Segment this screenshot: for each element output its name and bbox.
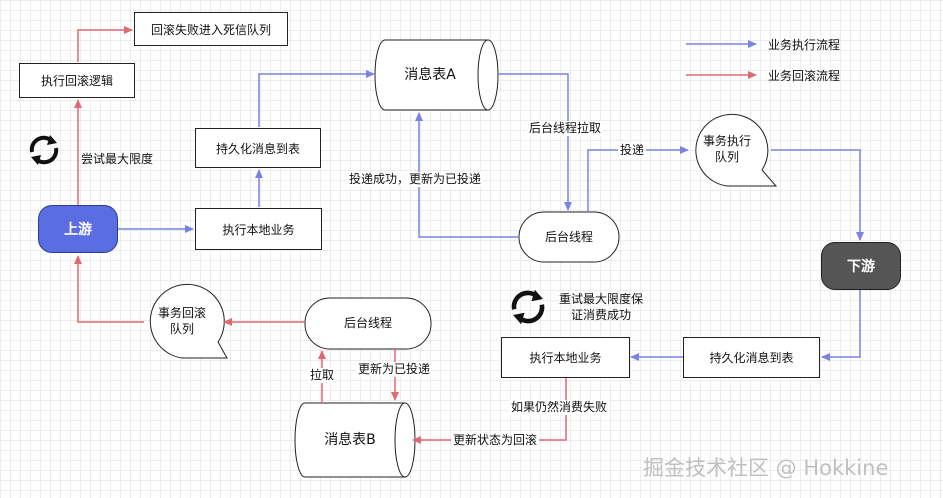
edge-exec-queue-to-downstream (771, 149, 864, 241)
edge-rollback-queue-to-upstream (74, 255, 144, 323)
edge-bg-thread-to-exec-queue (587, 146, 689, 212)
upstream-node: 上游 (38, 205, 118, 253)
msg-table-b-shape (294, 402, 416, 478)
edge-msg-table-a-to-bg-thread (498, 73, 572, 211)
tx-rollback-queue-label: 事务回滚 队列 (157, 306, 206, 336)
persist-top-box: 持久化消息到表 (195, 128, 321, 168)
label-pull: 拉取 (308, 368, 337, 383)
bg-thread-bottom-label: 后台线程 (343, 316, 392, 330)
label-bg-pull: 后台线程拉取 (527, 121, 604, 136)
exec-local-top-box: 执行本地业务 (195, 208, 322, 250)
label-update-rollback: 更新状态为回滚 (451, 433, 540, 448)
bg-thread-top-label: 后台线程 (544, 230, 593, 244)
label-update-delivered: 更新为已投递 (356, 362, 433, 377)
label-deliver-success: 投递成功，更新为已投递 (347, 172, 484, 187)
msg-table-a-label: 消息表A (404, 67, 456, 83)
rollback-logic-box: 执行回滚逻辑 (19, 63, 135, 98)
retry-rotate-icon-right (511, 289, 545, 325)
exec-local-bottom-box: 执行本地业务 (501, 337, 630, 378)
edge-downstream-to-persist (821, 290, 861, 361)
msg-table-a-shape (374, 39, 499, 111)
msg-table-b-label: 消息表B (324, 432, 376, 448)
legend-rollback-label: 业务回滚流程 (768, 69, 841, 83)
label-retry-max: 重试最大限度保 证消费成功 (559, 292, 644, 322)
edge-persist-to-msg-table-a (258, 70, 375, 127)
downstream-node: 下游 (821, 242, 901, 290)
edge-rollback-logic-to-dead-letter (77, 26, 133, 62)
tx-exec-queue-label: 事务执行 队列 (702, 134, 751, 164)
retry-rotate-icon-left (29, 135, 59, 165)
watermark: 掘金技术社区 @ Hokkine (643, 456, 889, 480)
dead-letter-box: 回滚失败进入死信队列 (134, 12, 288, 46)
label-deliver: 投递 (618, 143, 647, 158)
tx-exec-queue-shape (695, 113, 778, 187)
persist-bottom-box: 持久化消息到表 (683, 337, 820, 378)
legend-exec-label: 业务执行流程 (768, 38, 841, 52)
label-try-max: 尝试最大限度 (81, 152, 154, 166)
label-consume-fail: 如果仍然消费失败 (509, 400, 610, 415)
edge-bg-thread-to-msg-table-a (415, 112, 519, 238)
bg-thread-bottom-shape (304, 297, 432, 350)
